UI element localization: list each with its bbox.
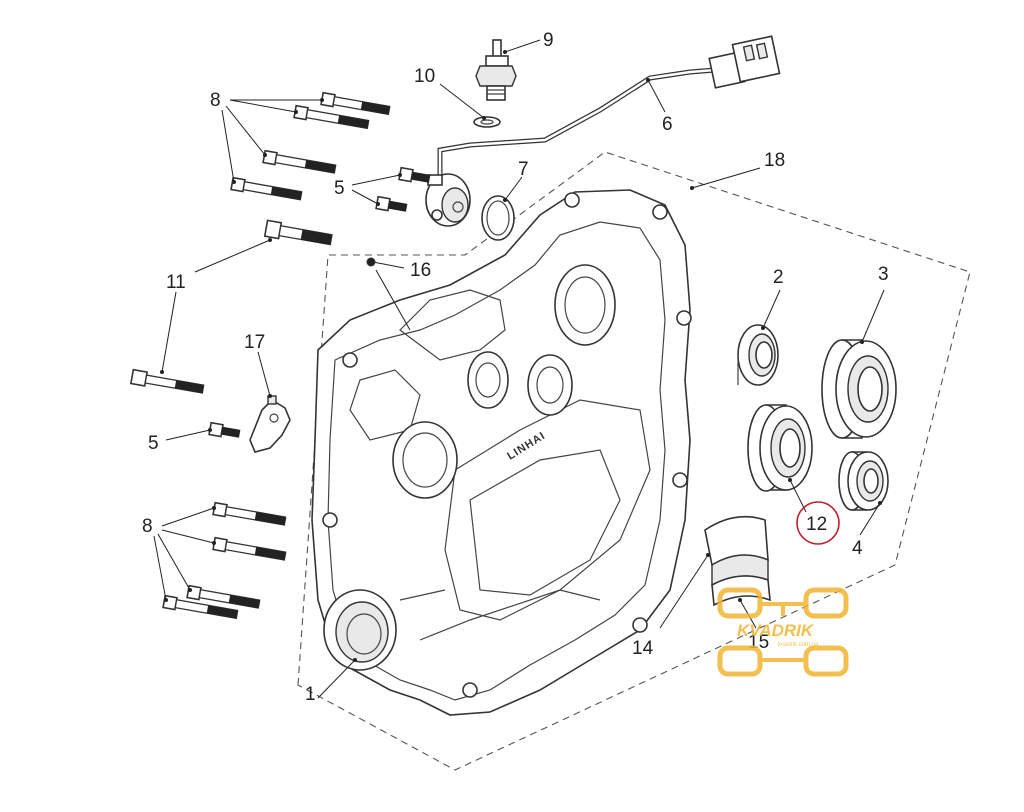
callout-7: 7 — [518, 159, 529, 180]
callout-16: 16 — [410, 260, 431, 281]
callout-18: 18 — [764, 150, 785, 171]
callout-4: 4 — [852, 538, 863, 559]
callout-9: 9 — [543, 30, 554, 51]
callout-12: 12 — [806, 514, 827, 535]
bolt-11 — [263, 219, 333, 246]
callout-8-lower: 8 — [142, 516, 153, 537]
callout-11: 11 — [166, 272, 186, 293]
bearing-3 — [821, 339, 897, 439]
bolt-5-lower — [208, 421, 241, 438]
kvadrik-watermark-logo: KVADRIK kvadrik.com.ua — [717, 587, 849, 677]
callout-2: 2 — [773, 267, 784, 288]
o-ring-7 — [481, 195, 515, 241]
callout-3: 3 — [878, 264, 889, 285]
washer-10 — [473, 116, 501, 128]
bracket-17 — [249, 395, 291, 453]
callout-17: 17 — [244, 332, 265, 353]
oil-seal-2 — [737, 324, 779, 386]
callout-12-highlight-ring — [796, 501, 840, 545]
callout-10: 10 — [414, 66, 435, 87]
bolts-5-upper — [375, 166, 431, 212]
bolt-11-long — [129, 368, 205, 394]
callout-5-upper: 5 — [334, 178, 345, 199]
callout-14: 14 — [632, 638, 654, 659]
bearing-4 — [838, 451, 889, 511]
watermark-subtitle: kvadrik.com.ua — [778, 642, 819, 648]
callout-5-lower: 5 — [148, 433, 159, 454]
watermark-brand: KVADRIK — [737, 621, 815, 640]
callout-8-upper: 8 — [210, 90, 221, 111]
callout-6: 6 — [662, 114, 673, 135]
bearing-12 — [747, 404, 813, 492]
callout-1: 1 — [305, 684, 316, 705]
temperature-sensor-9 — [475, 39, 517, 101]
bolts-8-lower — [162, 501, 287, 620]
bolts-8-upper — [230, 91, 391, 201]
speed-sensor-harness-6 — [425, 35, 781, 227]
crankcase-cover: LINHAI — [311, 189, 692, 716]
